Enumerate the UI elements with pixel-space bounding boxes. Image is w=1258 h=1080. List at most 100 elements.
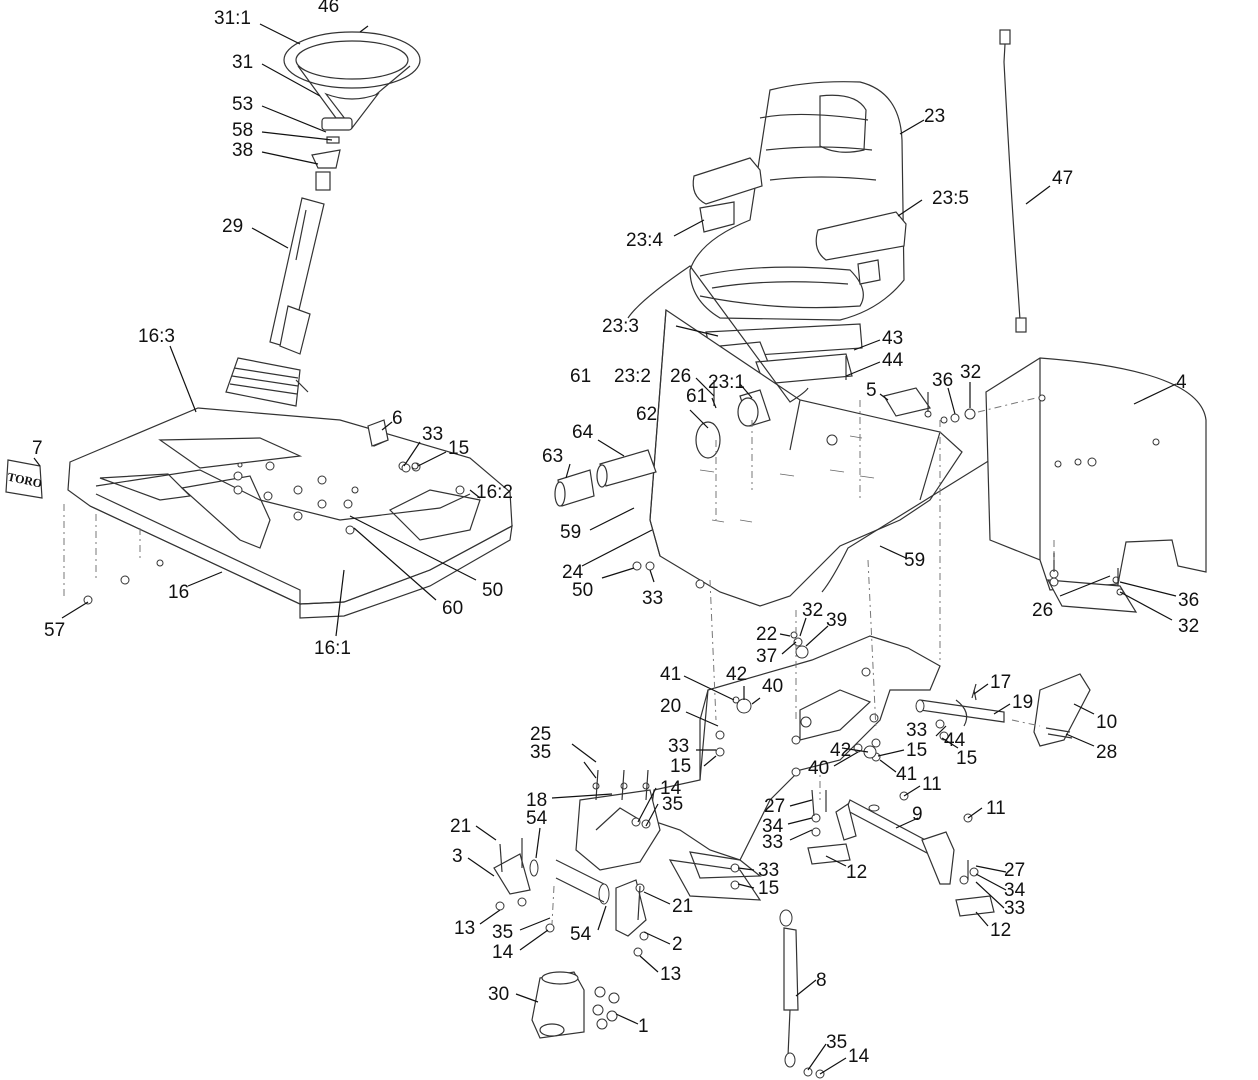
label-33-g: 33	[1004, 898, 1025, 919]
hardware	[237, 408, 1124, 1079]
label-42-b: 42	[830, 740, 851, 761]
label-15-d: 15	[956, 748, 977, 769]
label-29: 29	[222, 216, 243, 237]
label-41-b: 41	[896, 764, 917, 785]
label-32-a: 32	[960, 362, 981, 383]
label-59-a: 59	[560, 522, 581, 543]
steering-assembly	[225, 25, 421, 407]
label-13-b: 13	[660, 964, 681, 985]
label-61-a: 61	[570, 366, 591, 387]
seat-assembly	[687, 81, 907, 385]
label-9: 9	[912, 804, 923, 825]
label-3: 3	[452, 846, 463, 867]
label-50-a: 50	[482, 580, 503, 601]
label-35-d: 35	[826, 1032, 847, 1053]
label-5: 5	[866, 380, 877, 401]
label-12-b: 12	[990, 920, 1011, 941]
platform-floor	[63, 407, 513, 619]
label-40-a: 40	[762, 676, 783, 697]
label-36-b: 36	[1178, 590, 1199, 611]
label-62: 62	[636, 404, 657, 425]
label-33-d: 33	[668, 736, 689, 757]
assembly-lines	[551, 395, 1055, 925]
label-61-b: 61	[686, 386, 707, 407]
label-40-b: 40	[808, 758, 829, 779]
leader-lines	[33, 23, 1177, 1075]
label-22: 22	[756, 624, 777, 645]
wire-harness	[999, 29, 1027, 333]
label-23-1: 23:1	[708, 372, 745, 393]
label-57: 57	[44, 620, 65, 641]
label-53: 53	[232, 94, 253, 115]
label-6: 6	[392, 408, 403, 429]
label-44-a: 44	[882, 350, 904, 371]
label-32-c: 32	[802, 600, 823, 621]
label-35-b: 35	[662, 794, 683, 815]
label-37: 37	[756, 646, 777, 667]
label-35-c: 35	[492, 922, 513, 943]
label-34-a: 34	[762, 816, 784, 837]
label-38: 38	[232, 140, 253, 161]
label-10: 10	[1096, 712, 1117, 733]
label-54-b: 54	[570, 924, 592, 945]
label-16: 16	[168, 582, 189, 603]
label-42-a: 42	[726, 664, 747, 685]
label-14-a: 14	[660, 778, 682, 799]
label-23-2: 23:2	[614, 366, 651, 387]
label-12-a: 12	[846, 862, 867, 883]
label-33-e: 33	[762, 832, 783, 853]
label-11-b: 11	[986, 798, 1006, 819]
label-11-a: 11	[922, 774, 942, 795]
label-19: 19	[1012, 692, 1033, 713]
label-59-b: 59	[904, 550, 925, 571]
label-16-3: 16:3	[138, 326, 175, 347]
pedal-assembly	[915, 673, 1091, 747]
bolts	[499, 356, 1119, 921]
label-20: 20	[660, 696, 681, 717]
label-31-1: 31:1	[214, 8, 251, 29]
label-25: 25	[530, 724, 551, 745]
label-30: 30	[488, 984, 509, 1005]
label-2: 2	[672, 934, 683, 955]
label-39: 39	[826, 610, 847, 631]
label-16-1: 16:1	[314, 638, 351, 659]
label-16-2: 16:2	[476, 482, 513, 503]
label-21-b: 21	[672, 896, 693, 917]
label-1: 1	[638, 1016, 649, 1037]
label-31: 31	[232, 52, 253, 73]
label-14-c: 14	[848, 1046, 870, 1067]
steering-valve	[531, 971, 620, 1039]
label-15-a: 15	[448, 438, 469, 459]
label-23: 23	[924, 106, 945, 127]
label-4: 4	[1176, 372, 1187, 393]
label-60: 60	[442, 598, 463, 619]
label-26-a: 26	[670, 366, 691, 387]
label-23-3: 23:3	[602, 316, 639, 337]
tie-rod	[779, 909, 799, 1068]
label-34-b: 34	[1004, 880, 1026, 901]
label-63: 63	[542, 446, 563, 467]
label-17: 17	[990, 672, 1011, 693]
label-47: 47	[1052, 168, 1073, 189]
seat-switch-parts	[554, 397, 759, 507]
label-33-a: 33	[422, 424, 443, 445]
label-50-b: 50	[572, 580, 593, 601]
label-27-a: 27	[764, 796, 785, 817]
label-43: 43	[882, 328, 903, 349]
label-35-a: 35	[530, 742, 551, 763]
label-33-f: 33	[758, 860, 779, 881]
label-26-b: 26	[1032, 600, 1053, 621]
label-15-e: 15	[758, 878, 779, 899]
label-36-a: 36	[932, 370, 953, 391]
label-46: 46	[318, 0, 339, 17]
label-64: 64	[572, 422, 594, 443]
label-15-b: 15	[670, 756, 691, 777]
label-18: 18	[526, 790, 547, 811]
label-23-5: 23:5	[932, 188, 969, 209]
toro-decal: TORO	[5, 459, 43, 499]
label-27-b: 27	[1004, 860, 1025, 881]
label-14-b: 14	[492, 942, 514, 963]
label-44-b: 44	[944, 730, 966, 751]
cross-shaft	[807, 799, 995, 917]
label-13-a: 13	[454, 918, 475, 939]
